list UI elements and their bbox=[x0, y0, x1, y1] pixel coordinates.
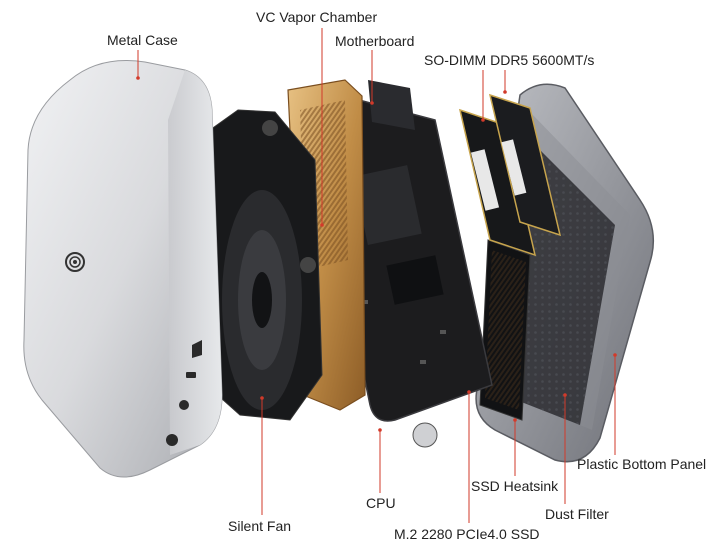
label-m2-ssd: M.2 2280 PCIe4.0 SSD bbox=[394, 526, 540, 542]
metal-case-part bbox=[23, 59, 223, 478]
label-ssd-heatsink: SSD Heatsink bbox=[471, 478, 559, 494]
label-motherboard: Motherboard bbox=[335, 33, 415, 49]
label-plastic-bottom-panel: Plastic Bottom Panel bbox=[577, 456, 707, 472]
front-ports bbox=[166, 340, 202, 446]
label-vc-vapor-chamber: VC Vapor Chamber bbox=[256, 9, 378, 25]
label-silent-fan: Silent Fan bbox=[228, 518, 292, 534]
label-so-dimm: SO-DIMM DDR5 5600MT/s bbox=[424, 52, 595, 68]
leader-lines bbox=[136, 28, 617, 523]
label-dust-filter: Dust Filter bbox=[545, 506, 609, 522]
silent-fan-part bbox=[209, 109, 323, 421]
so-dimm-modules-part bbox=[458, 93, 562, 257]
spiral-logo-icon bbox=[65, 252, 85, 272]
label-metal-case: Metal Case bbox=[107, 32, 178, 48]
ssd-heatsink-part bbox=[479, 239, 531, 421]
label-cpu: CPU bbox=[366, 495, 396, 511]
